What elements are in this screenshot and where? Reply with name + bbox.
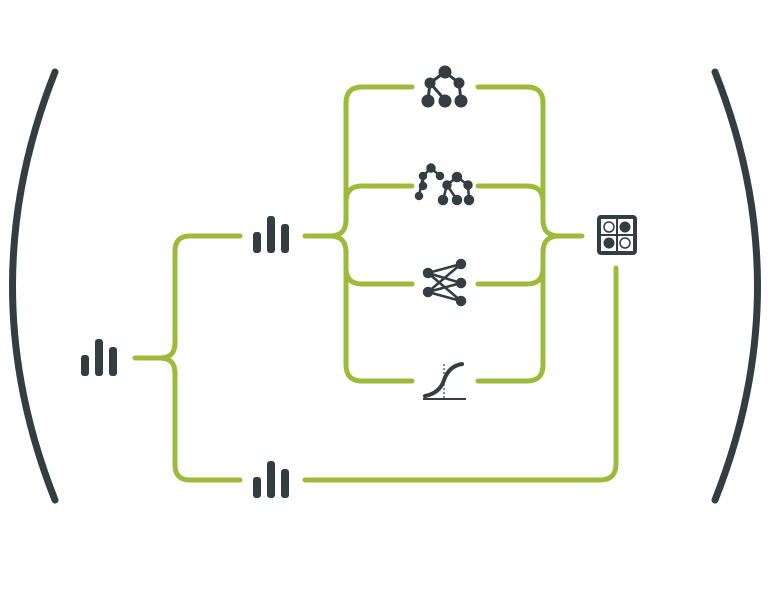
confusion-matrix-icon <box>597 215 637 255</box>
bar-chart-icon <box>253 216 289 253</box>
split-brace-lower <box>157 355 243 483</box>
branch-model-3 <box>327 233 415 287</box>
neural-network-icon <box>422 258 467 307</box>
merge-model-3 <box>475 233 562 287</box>
sigmoid-curve-icon <box>423 362 466 400</box>
branch-model-2 <box>343 183 415 205</box>
merge-model-2 <box>475 183 546 205</box>
left-parenthesis <box>9 68 59 504</box>
branch-model-4 <box>343 265 415 384</box>
branch-model-1 <box>302 84 415 239</box>
split-brace-upper <box>132 233 243 361</box>
decision-tree-icon <box>421 65 468 108</box>
bar-chart-icon <box>253 461 289 498</box>
bar-chart-icon <box>81 339 117 376</box>
connectors <box>132 84 619 483</box>
test-to-evaluation <box>302 265 619 483</box>
merge-model-1 <box>475 84 585 239</box>
random-forest-icon <box>414 163 475 206</box>
right-parenthesis <box>711 68 761 504</box>
merge-model-4 <box>475 249 546 384</box>
